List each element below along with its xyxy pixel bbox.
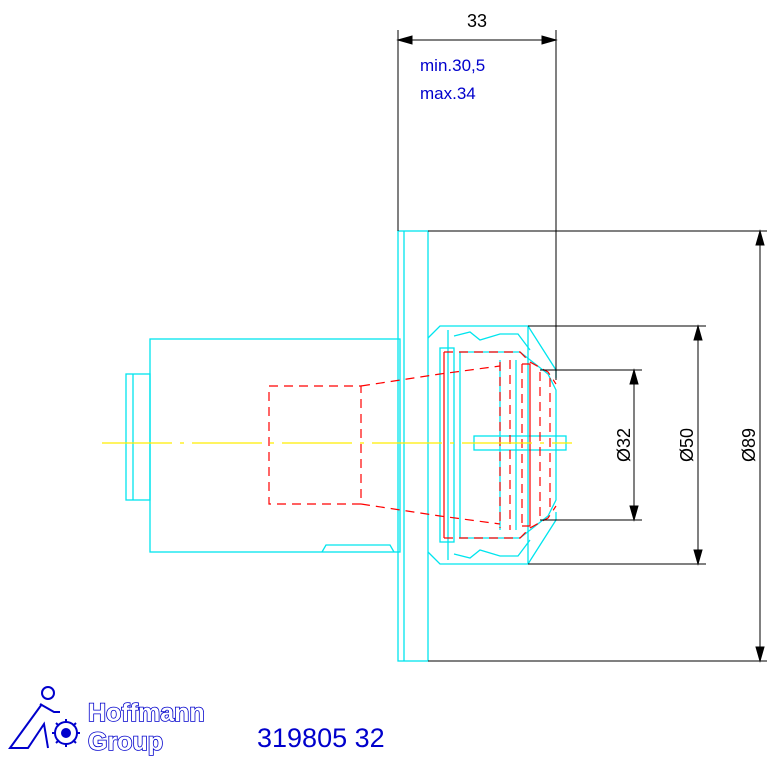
shank-end-cap [125, 373, 151, 501]
insertion-max-note: max.34 [420, 84, 476, 103]
shank-body [149, 338, 401, 553]
dimensions [396, 30, 767, 663]
brand-name-line1: Hoffmann [88, 699, 205, 727]
dim-50-label: Ø50 [677, 428, 697, 462]
shank-groove [321, 544, 395, 553]
dim-50-arrow-top [693, 324, 703, 341]
dim-33-arrow-right [541, 35, 558, 45]
collet-nose-red [522, 363, 531, 527]
hidden-lines [268, 351, 557, 539]
hidden-bore-taper-top [360, 365, 501, 387]
logo-head-icon [41, 686, 55, 700]
dim-89-arrow-bottom [755, 646, 765, 663]
brand-name-line2: Group [88, 728, 163, 756]
logo-gear-teeth-icon [52, 719, 80, 747]
hidden-collet-bottom [444, 505, 557, 539]
hidden-bore-rear [268, 385, 362, 505]
logo-gear-hub-icon [61, 728, 71, 738]
hoffmann-logo: Hoffmann Group [8, 686, 205, 757]
part-number: 319805 32 [257, 723, 385, 753]
logo-mark-icon [8, 686, 80, 749]
dim-89-label: Ø89 [739, 428, 759, 462]
dim-32-arrow-bottom [629, 505, 639, 522]
hidden-collet-top [444, 351, 557, 385]
nut-housing-body [439, 347, 455, 543]
dim-32-arrow-top [629, 368, 639, 385]
dim-89-arrow-top [755, 229, 765, 246]
insertion-min-note: min.30,5 [420, 56, 485, 75]
hidden-bore-taper-bottom [360, 503, 501, 525]
dim-33-arrow-left [396, 35, 413, 45]
nut-lip-top [453, 331, 531, 351]
logo-figure-icon [8, 703, 49, 749]
logo-arm-icon [39, 703, 60, 713]
flange-outer [397, 230, 429, 662]
dim-33-label: 33 [467, 11, 487, 31]
nut-lip-bottom [453, 539, 531, 559]
hidden-solid-details [443, 352, 531, 538]
dim-32-label: Ø32 [614, 428, 634, 462]
dim-50-arrow-bottom [693, 549, 703, 566]
